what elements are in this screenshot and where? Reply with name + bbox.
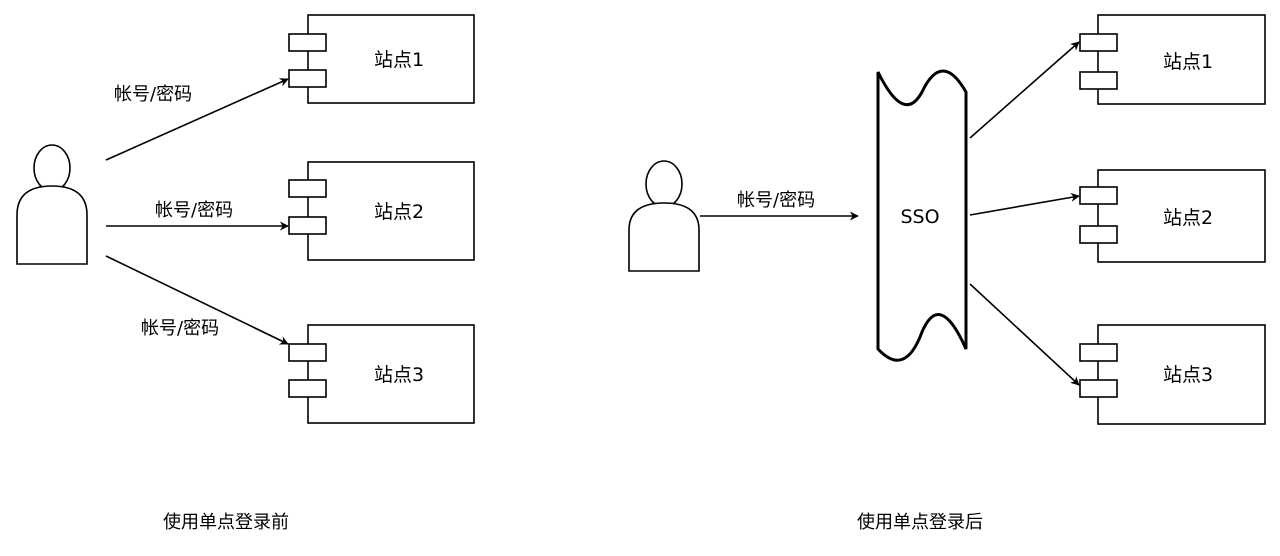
right-panel: 帐号/密码 SSO 站点1 站点2 站点3 [628, 14, 1266, 533]
site-component: 站点1 [288, 14, 475, 104]
site-component: 站点3 [288, 324, 475, 424]
site-component: 站点1 [1079, 14, 1266, 105]
sso-label: SSO [900, 206, 939, 228]
component-port-icon [288, 343, 327, 362]
edge-label: 帐号/密码 [114, 84, 192, 105]
edge-arrow-site3 [105, 255, 289, 345]
component-port-icon [288, 69, 327, 88]
edge-arrow-site1 [105, 78, 289, 161]
sso-node: SSO [876, 69, 968, 362]
site-component: 站点2 [1079, 169, 1266, 263]
sso-tape-shape [876, 69, 968, 362]
user-actor-icon [16, 144, 88, 265]
component-port-icon [1079, 379, 1118, 398]
left-caption: 使用单点登录前 [163, 512, 289, 533]
site-label: 站点1 [1163, 51, 1213, 73]
edge-label: 帐号/密码 [155, 200, 233, 221]
edge-label: 帐号/密码 [737, 190, 815, 211]
component-port-icon [288, 179, 327, 198]
component-box [307, 324, 475, 424]
component-box [307, 161, 475, 261]
component-box [1097, 324, 1266, 425]
component-port-icon [1079, 343, 1118, 362]
component-port-icon [288, 33, 327, 52]
site-label: 站点2 [374, 201, 424, 223]
component-port-icon [288, 216, 327, 235]
edge-arrow-site3 [969, 283, 1080, 386]
component-box [1097, 14, 1266, 105]
user-actor-icon [628, 160, 700, 272]
component-port-icon [1079, 225, 1118, 244]
site-label: 站点3 [1163, 364, 1213, 386]
component-port-icon [1079, 186, 1118, 205]
component-port-icon [1079, 33, 1118, 52]
component-box [1097, 169, 1266, 263]
component-port-icon [1079, 71, 1118, 90]
edge-arrow-site1 [969, 41, 1080, 139]
site-component: 站点2 [288, 161, 475, 261]
component-box [307, 14, 475, 104]
site-label: 站点2 [1163, 207, 1213, 229]
edge-arrow-site2 [969, 192, 1080, 216]
site-label: 站点3 [374, 364, 424, 386]
site-label: 站点1 [374, 49, 424, 71]
component-port-icon [288, 379, 327, 398]
right-caption: 使用单点登录后 [857, 512, 983, 533]
edge-label: 帐号/密码 [141, 318, 219, 339]
site-component: 站点3 [1079, 324, 1266, 425]
left-panel: 帐号/密码 帐号/密码 帐号/密码 站点1 站点2 站点3 使用单点登录前 [16, 14, 475, 533]
